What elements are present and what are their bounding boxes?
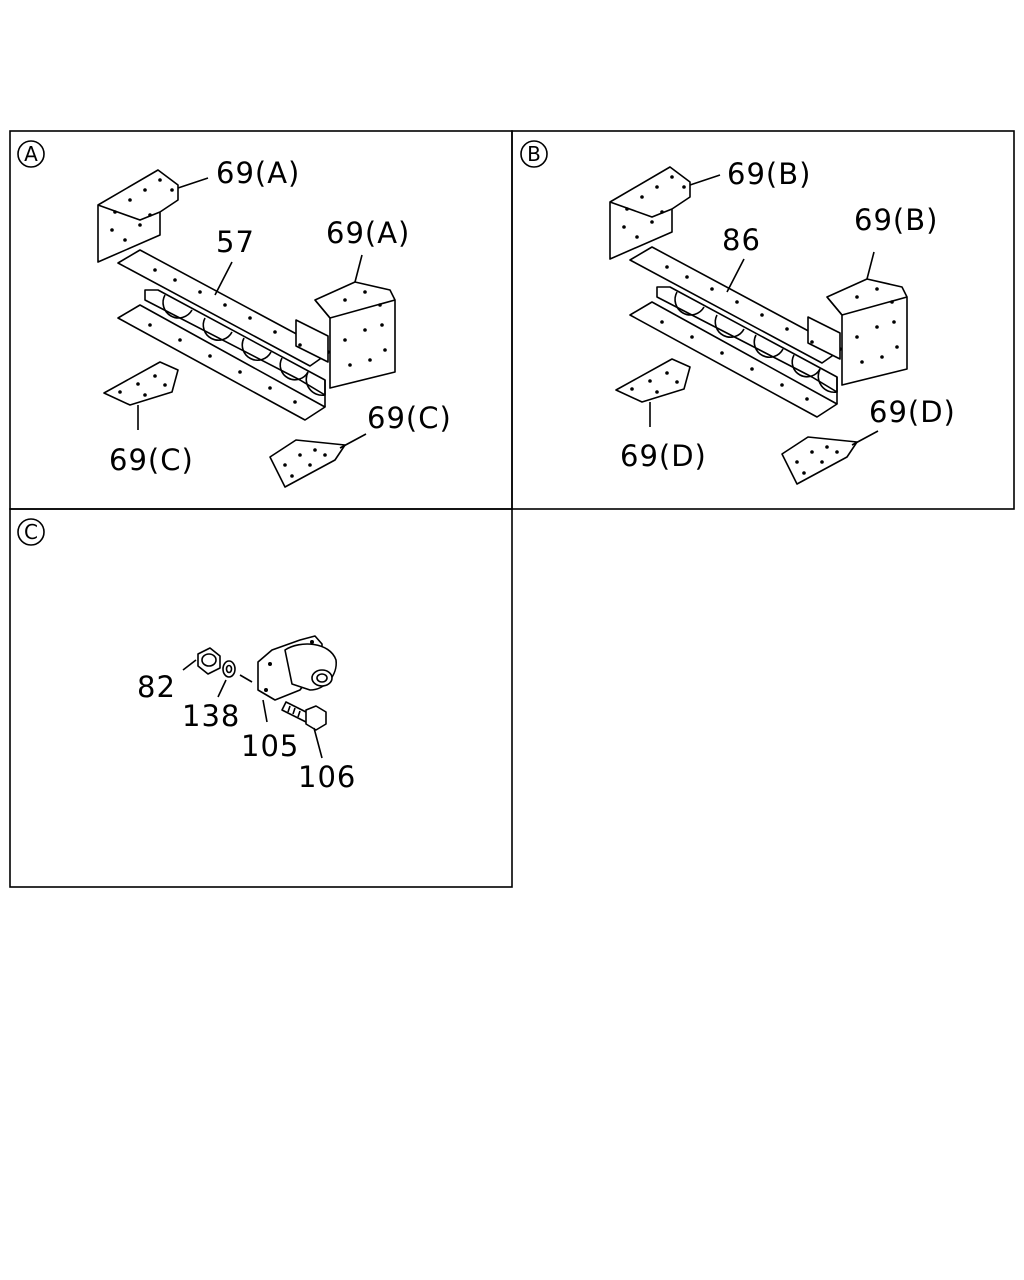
panel-a-circle [17, 140, 45, 168]
panel-a-label-rail: 57 [216, 225, 255, 259]
panel-b-circle [520, 140, 548, 168]
panel-a-label-top-right: 69(A) [326, 216, 410, 250]
bracket-part [257, 635, 337, 701]
panel-b-label-bottom-right: 69(D) [869, 395, 956, 429]
panel-a-label-bottom-right: 69(C) [367, 401, 452, 435]
panel-b: B 69(B) 86 69(B) 69(D) 69(D) [520, 140, 956, 485]
panel-c-circle [17, 518, 45, 546]
panel-c-frame [9, 508, 513, 888]
panel-a: A 69(A) 57 69(A) 69(C) 69(C) [17, 140, 452, 488]
panel-a-label-top-left: 69(A) [216, 156, 300, 190]
washer-part [222, 660, 236, 678]
panel-b-circle-letter: B [527, 142, 541, 166]
panel-b-label-top-left: 69(B) [727, 157, 811, 191]
panel-b-frame [511, 130, 1015, 510]
nut-part [197, 647, 221, 675]
panel-a-label-bottom-left: 69(C) [109, 443, 194, 477]
panel-c: C 82 [17, 518, 356, 794]
panel-c-label-nut: 82 [137, 670, 176, 704]
panel-c-circle-letter: C [24, 520, 38, 544]
bolt-part [281, 701, 327, 731]
panel-b-label-rail: 86 [722, 223, 761, 257]
panel-c-label-bolt: 106 [298, 760, 356, 794]
panel-b-label-bottom-left: 69(D) [620, 439, 707, 473]
panel-b-label-top-right: 69(B) [854, 203, 938, 237]
panel-c-label-washer: 138 [182, 699, 240, 733]
panel-a-circle-letter: A [24, 142, 38, 166]
panel-c-label-bracket: 105 [241, 729, 299, 763]
